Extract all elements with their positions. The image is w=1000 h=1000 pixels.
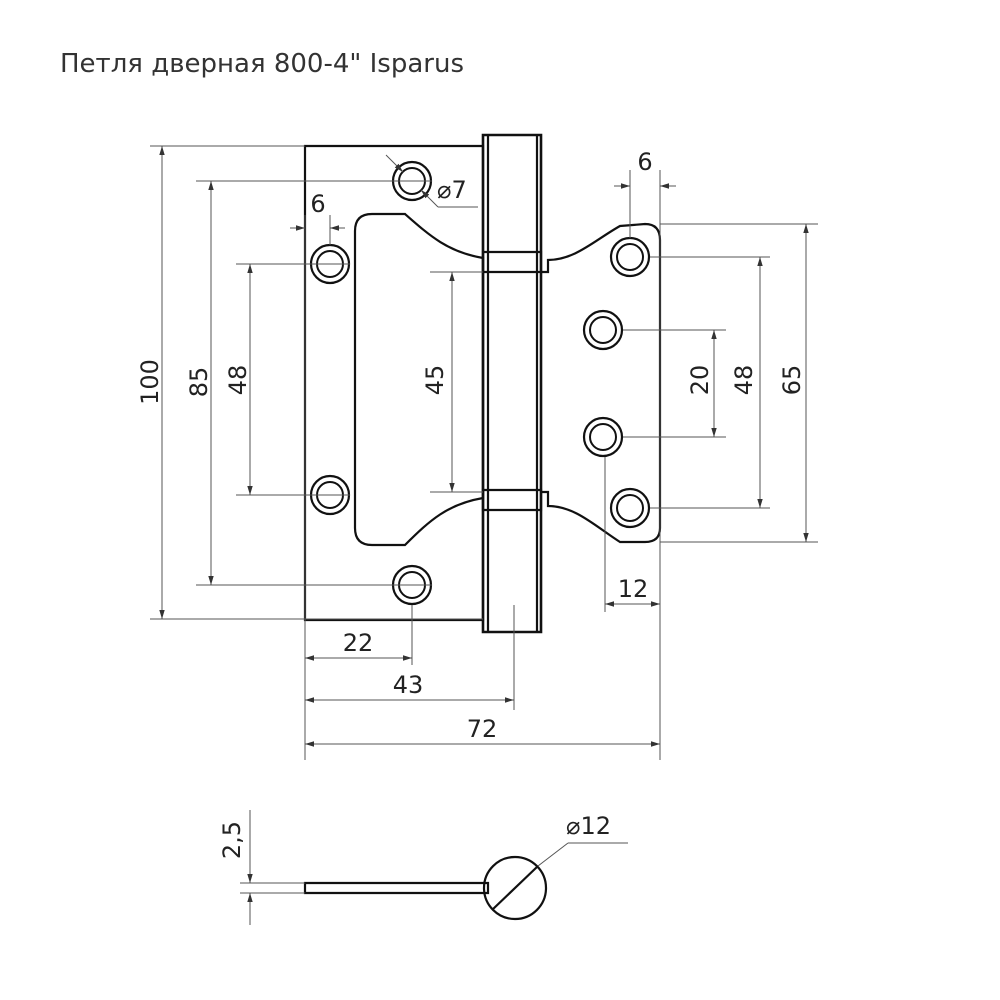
screw-hole [582, 416, 624, 458]
dim-right-bottom-offset: 12 [618, 575, 649, 603]
front-view: 100 85 48 45 20 48 65 ⌀7 6 6 12 22 43 72 [136, 133, 818, 760]
side-knuckle-diameter-line [491, 865, 539, 911]
screw-hole [609, 236, 651, 278]
dim-knuckle-length: 45 [421, 365, 449, 396]
dim-axis-from-edge: 43 [393, 671, 424, 699]
side-knuckle-circle [482, 855, 548, 921]
left-leaf-outline [303, 144, 485, 622]
drawing-title: Петля дверная 800-4" Isparus [60, 49, 464, 79]
dim-hole-diameter: ⌀7 [437, 176, 467, 204]
side-leaf-plate [303, 881, 490, 895]
side-view: 2,5 ⌀12 [218, 810, 628, 925]
dim-right-leaf-height: 65 [778, 365, 806, 396]
dim-right-outer-spacing: 48 [730, 365, 758, 396]
dim-total-width: 72 [467, 715, 498, 743]
extension-lines [150, 145, 818, 760]
left-leaf-cutout [353, 212, 485, 547]
screw-hole [609, 487, 651, 529]
dim-total-height: 100 [136, 359, 164, 405]
dim-knuckle-diameter: ⌀12 [566, 812, 611, 840]
knuckle-middle-segment [481, 250, 543, 512]
dim-hole-from-edge: 22 [343, 629, 374, 657]
dim-outer-hole-spacing: 85 [185, 367, 213, 398]
dimension-lines [159, 146, 809, 747]
knuckle-barrel [481, 133, 543, 634]
dim-left-hole-spacing: 48 [224, 365, 252, 396]
dim-thickness: 2,5 [218, 821, 246, 859]
dim-left-edge-offset: 6 [310, 190, 325, 218]
dim-right-top-offset: 6 [637, 148, 652, 176]
dim-right-inner-spacing: 20 [686, 365, 714, 396]
screw-hole [582, 309, 624, 351]
